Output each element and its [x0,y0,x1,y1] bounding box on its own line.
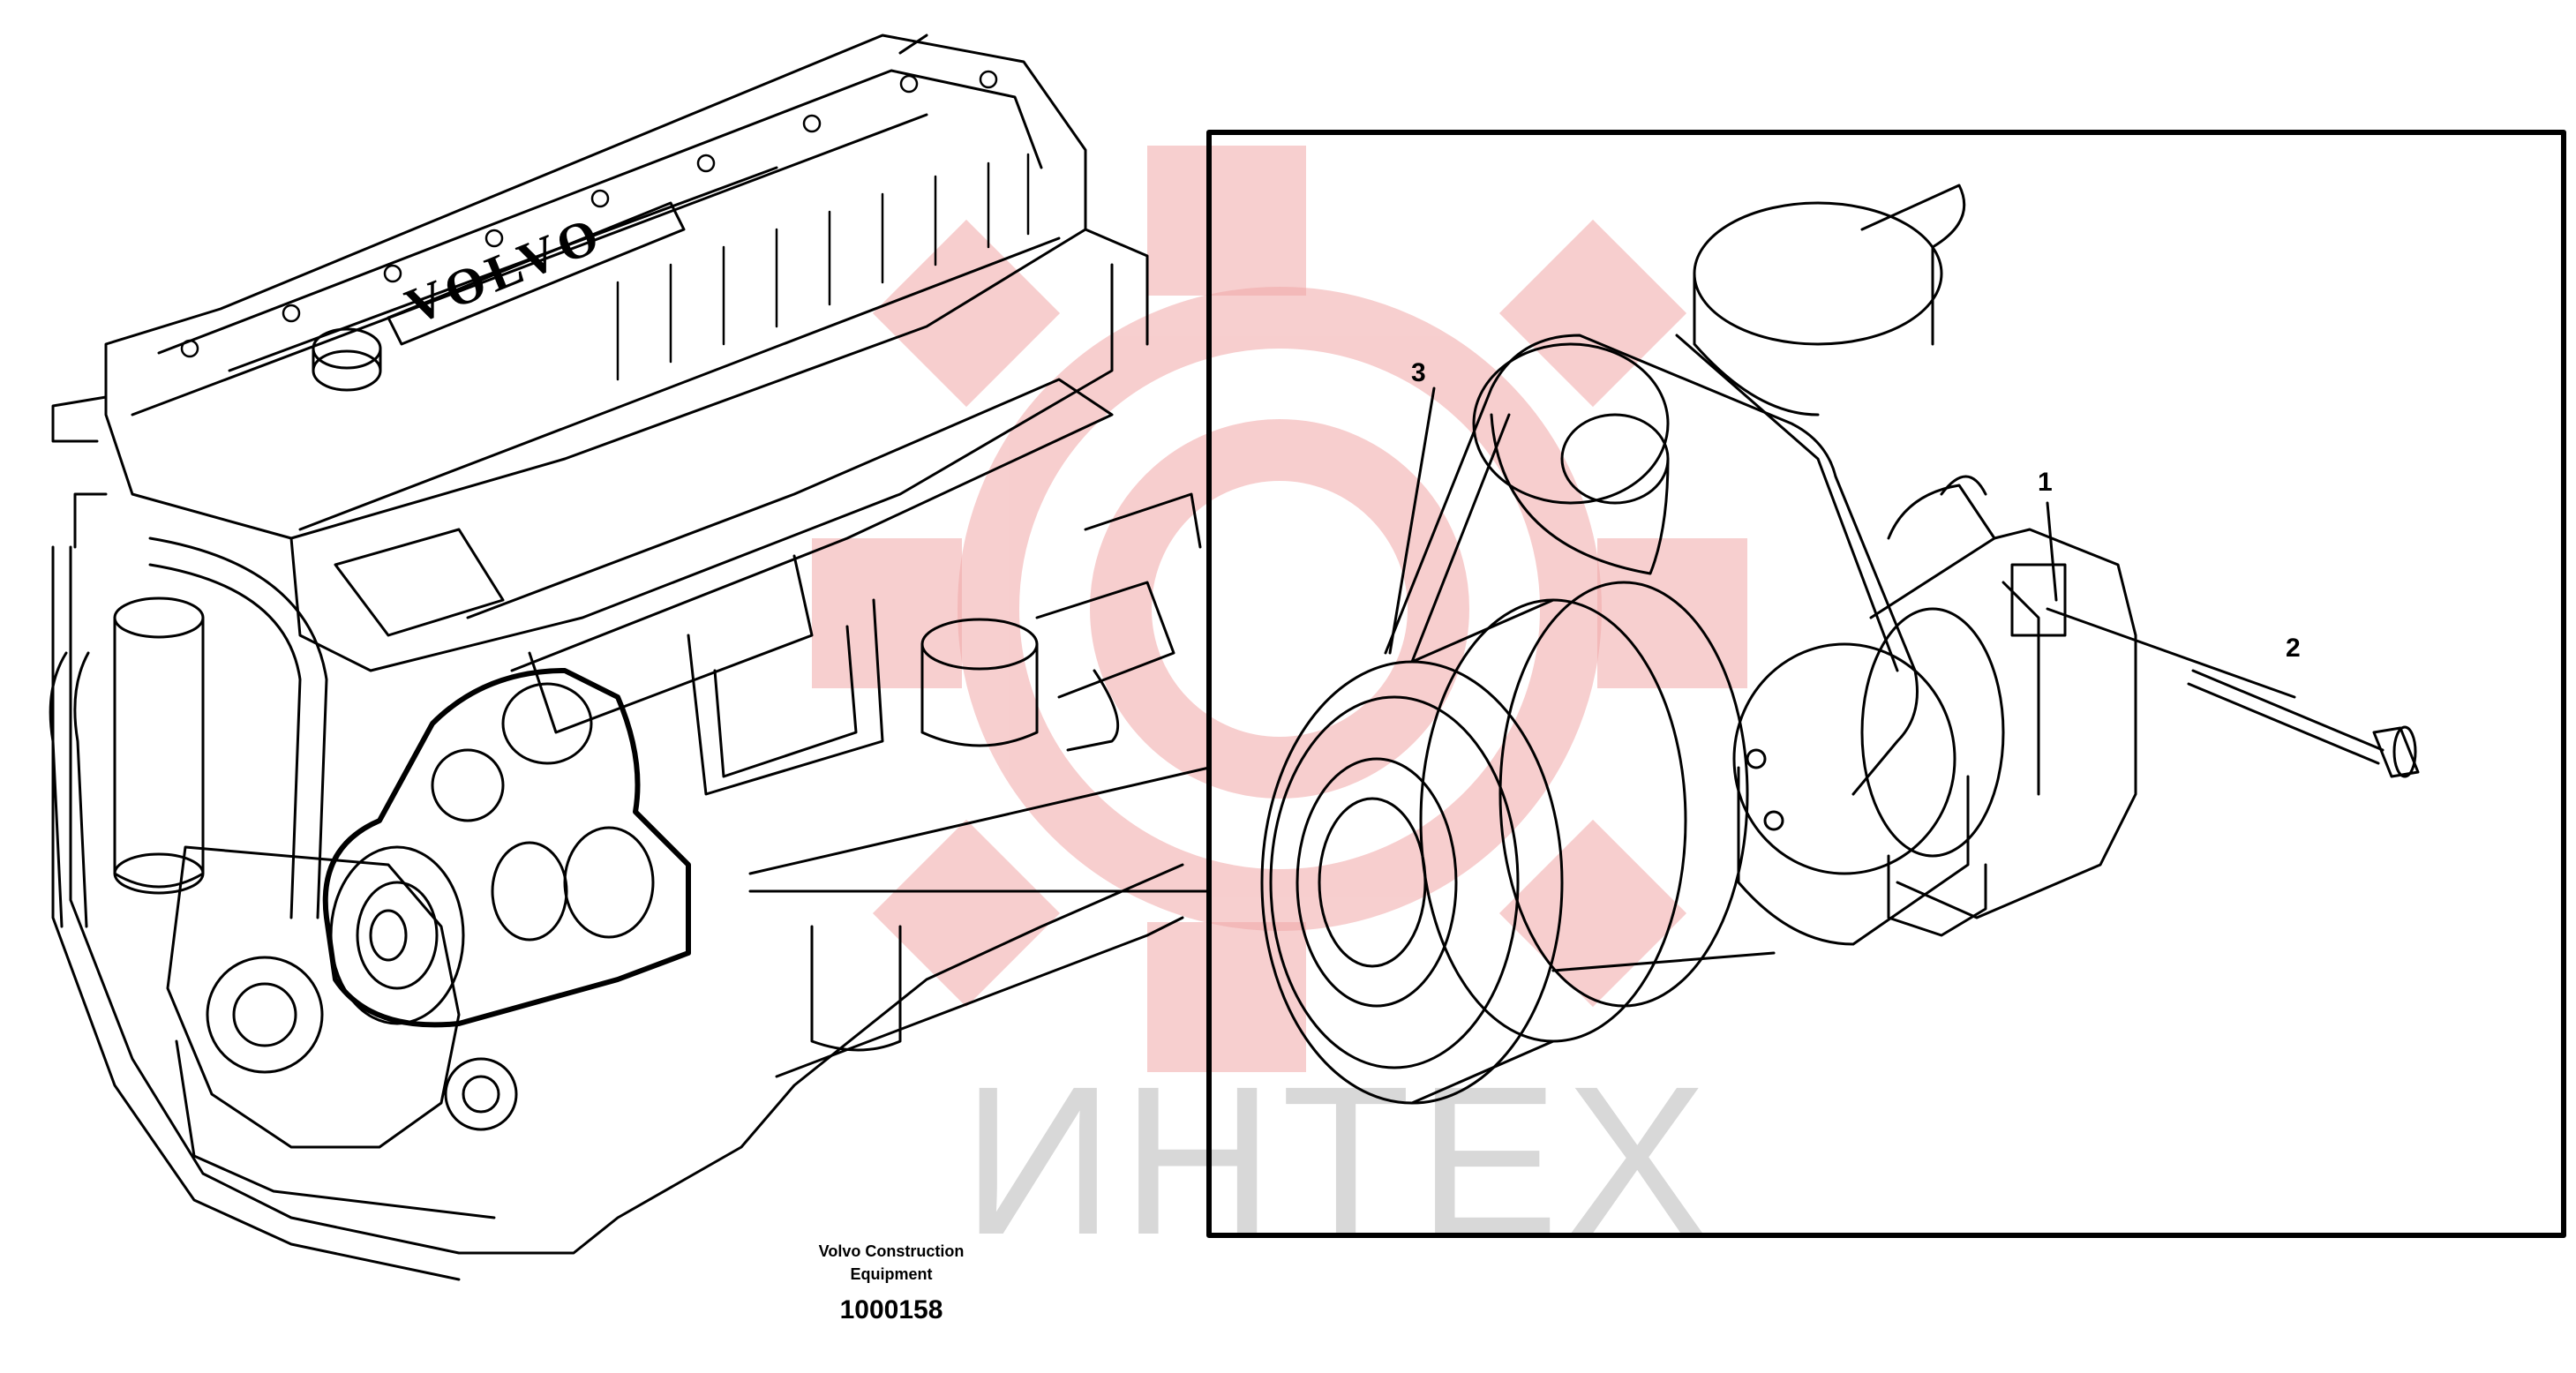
caption-publisher: Volvo Construction [818,1242,965,1260]
intake-manifold [334,378,1114,796]
caption-publisher-sub: Equipment [850,1265,933,1283]
callout-number-3: 3 [1411,358,1426,387]
timing-cover [166,845,461,1149]
callout-number-1: 1 [2038,468,2053,497]
detail-frame [1206,130,2566,1238]
engine-brand-text: VOLVO [398,205,612,335]
detail-belt [1384,334,1919,972]
callout-3-leader [1388,386,1436,655]
engine-front-pulleys [329,682,655,1131]
crankshaft-pulley [1260,581,1749,1105]
oil-pan [775,916,1184,1078]
bolt-part [2187,669,2420,778]
engine-drive-belt [322,668,691,1028]
idler-pulley-top [1472,201,1943,575]
callout-number-2: 2 [2286,634,2301,663]
belt-tensioner [1732,184,1970,946]
valve-cover [104,34,1087,540]
callout-2-leader [2046,607,2296,699]
fuel-filter [113,596,205,895]
alternator [1860,475,2137,937]
watermark-text: ИНТЕХ [962,1042,1715,1279]
detail-belt-inner [1410,334,1899,672]
left-hoses [49,536,328,928]
engine-block [51,228,1184,1281]
callout-1-leader [2046,501,2058,602]
engine-side-filters [920,492,1202,752]
figure-number: 1000158 [839,1295,943,1324]
